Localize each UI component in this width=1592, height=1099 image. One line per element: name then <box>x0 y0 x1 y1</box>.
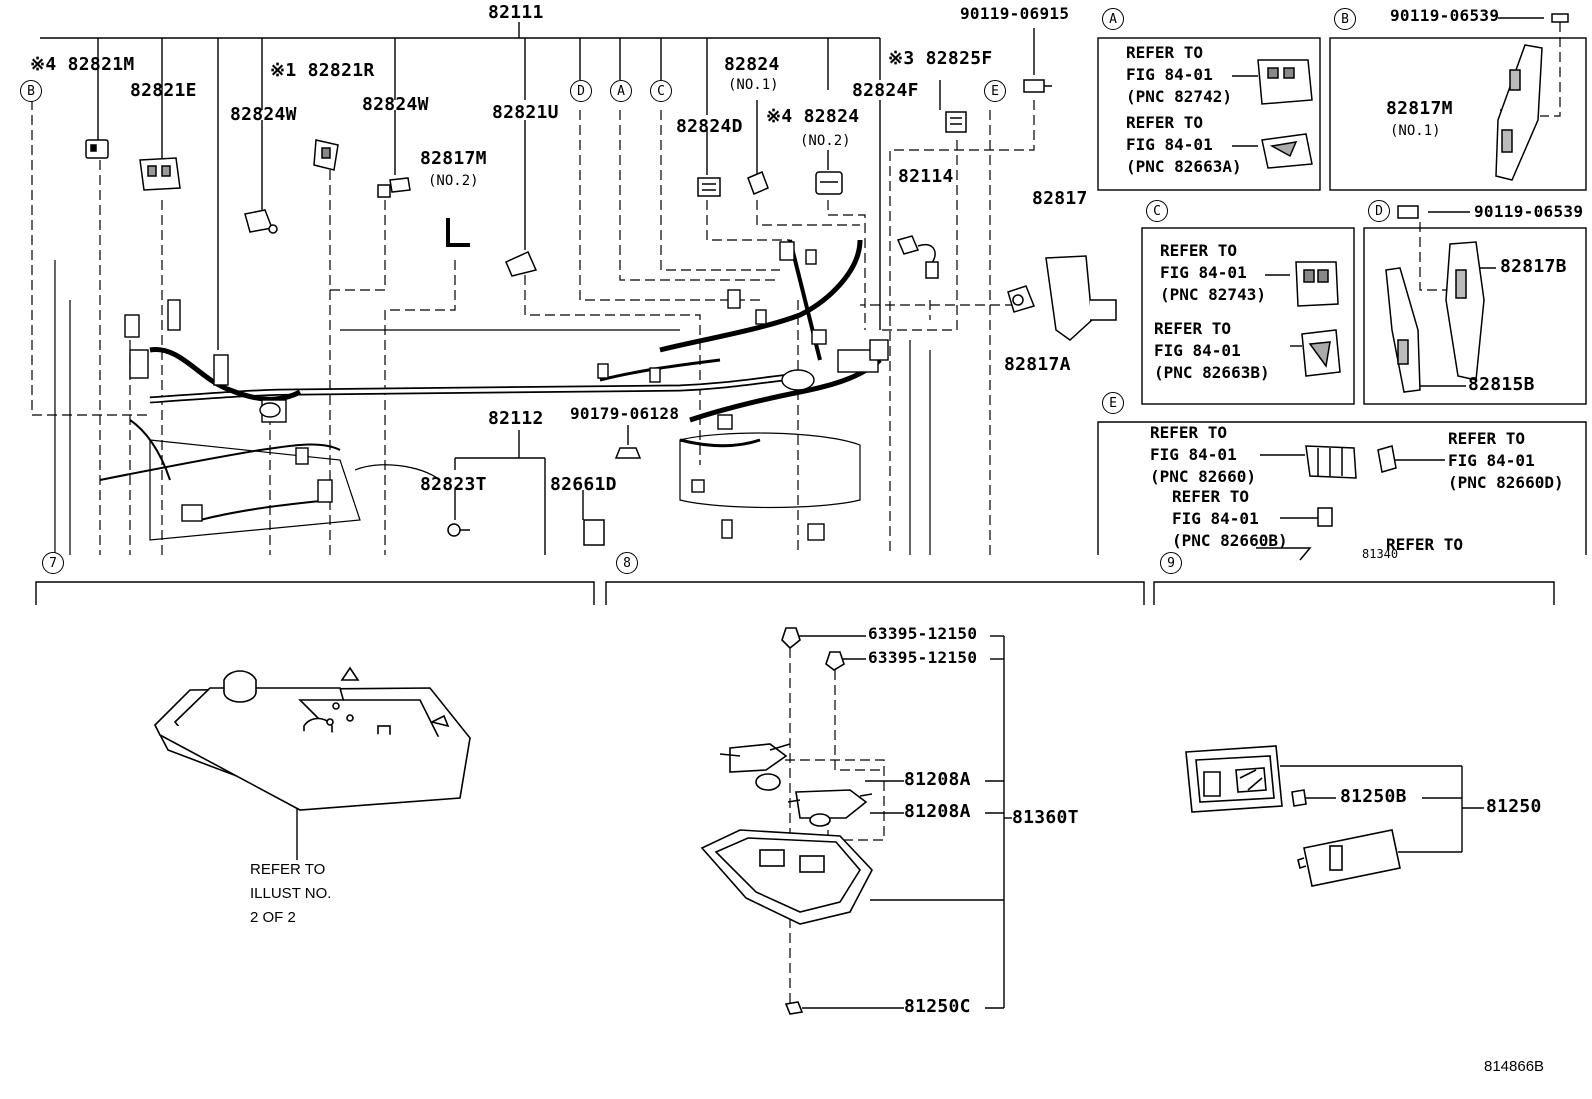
label-81360T: 81360T <box>1012 807 1079 828</box>
label-82821U: 82821U <box>492 102 559 123</box>
marker-C: C <box>650 80 672 102</box>
label-82821R: ※1 82821R <box>270 60 375 81</box>
box-e-ref-82660B: REFER TO FIG 84-01 (PNC 82660B) <box>1172 487 1288 550</box>
label-82817A: 82817A <box>1004 354 1071 375</box>
label-82824-no1-sub: (NO.1) <box>728 77 779 93</box>
label-63395-12150-a: 63395-12150 <box>868 624 978 643</box>
box-marker-E: E <box>1102 392 1124 414</box>
label-81250C: 81250C <box>904 996 971 1017</box>
label-90119-06915: 90119-06915 <box>960 4 1070 23</box>
label-82824-no1: 82824 <box>724 54 780 75</box>
box-marker-B: B <box>1334 8 1356 30</box>
label-82661D: 82661D <box>550 474 617 495</box>
label-81208A-a: 81208A <box>904 769 971 790</box>
label-82114: 82114 <box>898 166 954 187</box>
label-82817: 82817 <box>1032 188 1088 209</box>
marker-D: D <box>570 80 592 102</box>
label-63395-12150-b: 63395-12150 <box>868 648 978 667</box>
box-marker-A: A <box>1102 8 1124 30</box>
label-82824W-b: 82824W <box>362 94 429 115</box>
label-81250: 81250 <box>1486 796 1542 817</box>
box-b-part-label: 82817M <box>1386 98 1453 119</box>
section-marker-8: 8 <box>616 552 638 574</box>
box-d-part-82815B: 82815B <box>1468 374 1535 395</box>
label-82111: 82111 <box>488 2 544 23</box>
section-marker-7: 7 <box>42 552 64 574</box>
label-82821E: 82821E <box>130 80 197 101</box>
label-82817M-no2-sub: (NO.2) <box>428 173 479 189</box>
label-82824-no2: ※4 82824 <box>766 106 860 127</box>
section7-refer-note: REFER TO ILLUST NO. 2 OF 2 <box>250 861 332 926</box>
box-d-bolt-label: 90119-06539 <box>1474 202 1584 221</box>
box-b-part-sub: (NO.1) <box>1390 123 1441 139</box>
box-marker-C: C <box>1146 200 1168 222</box>
label-81208A-b: 81208A <box>904 801 971 822</box>
marker-A: A <box>610 80 632 102</box>
label-81250B: 81250B <box>1340 786 1407 807</box>
box-c-ref-82663B: REFER TO FIG 84-01 (PNC 82663B) <box>1154 319 1270 382</box>
box-marker-D: D <box>1368 200 1390 222</box>
box-e-ref-82660D: REFER TO FIG 84-01 (PNC 82660D) <box>1448 429 1564 492</box>
box-e-ref-82660: REFER TO FIG 84-01 (PNC 82660) <box>1150 423 1256 486</box>
label-82824W-a: 82824W <box>230 104 297 125</box>
label-82825F: ※3 82825F <box>888 48 993 69</box>
label-82817M-no2: 82817M <box>420 148 487 169</box>
box-b-bolt-label: 90119-06539 <box>1390 6 1500 25</box>
box-e-partial-number: 81340 <box>1362 547 1399 561</box>
box-a-ref-82663A: REFER TO FIG 84-01 (PNC 82663A) <box>1126 113 1242 176</box>
box-c-ref-82743: REFER TO FIG 84-01 (PNC 82743) <box>1160 241 1266 304</box>
marker-E: E <box>984 80 1006 102</box>
box-d-part-82817B: 82817B <box>1500 256 1567 277</box>
label-82824F: 82824F <box>852 80 919 101</box>
illustration-code: 814866B <box>1484 1058 1545 1075</box>
box-a-ref-82742: REFER TO FIG 84-01 (PNC 82742) <box>1126 43 1232 106</box>
box-e-ref-partial: REFER TO <box>1386 535 1464 554</box>
label-82821M: ※4 82821M <box>30 54 135 75</box>
section-marker-9: 9 <box>1160 552 1182 574</box>
label-82823T: 82823T <box>420 474 487 495</box>
label-90179-06128: 90179-06128 <box>570 404 680 423</box>
marker-B: B <box>20 80 42 102</box>
label-82824D: 82824D <box>676 116 743 137</box>
label-82824-no2-sub: (NO.2) <box>800 133 851 149</box>
label-82112: 82112 <box>488 408 544 429</box>
